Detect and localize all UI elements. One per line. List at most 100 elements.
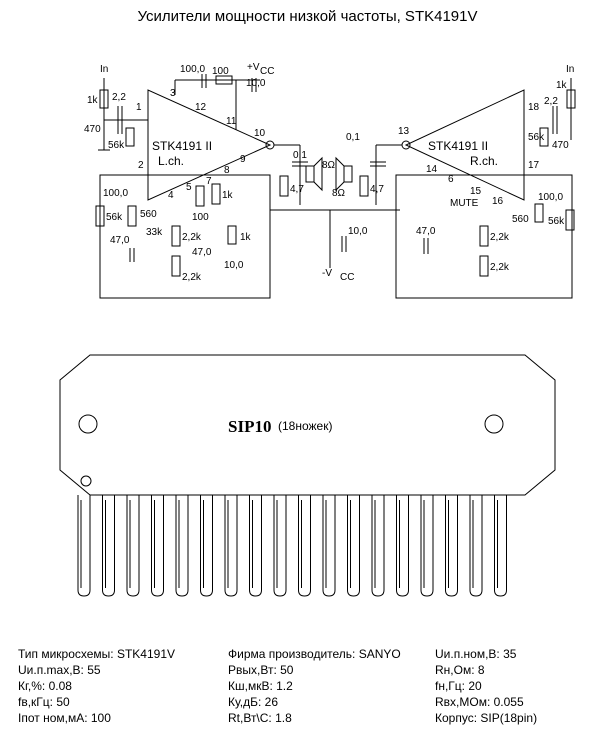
svg-text:47,0: 47,0 — [110, 235, 130, 246]
svg-text:1: 1 — [136, 102, 142, 113]
svg-text:0,1: 0,1 — [293, 150, 307, 161]
package-pin — [175, 495, 189, 597]
package-pin — [371, 495, 385, 597]
spec-line: Кш,мкВ: 1.2 — [228, 679, 293, 693]
svg-text:MUTE: MUTE — [450, 198, 479, 209]
spec-line: fн,Гц: 20 — [435, 679, 482, 693]
spec-column-2: Фирма производитель: SANYO Рвых,Вт: 50 К… — [228, 646, 401, 726]
svg-text:8Ω: 8Ω — [322, 160, 336, 171]
svg-text:-V: -V — [322, 268, 332, 279]
svg-text:2,2k: 2,2k — [490, 232, 510, 243]
spec-line: Кг,%: 0.08 — [18, 679, 72, 693]
package-pins-note: (18ножек) — [278, 419, 332, 433]
svg-text:56k: 56k — [548, 216, 565, 227]
svg-text:2,2k: 2,2k — [490, 262, 510, 273]
chip-package: SIP10 (18ножек) — [59, 354, 556, 597]
svg-text:2,2k: 2,2k — [182, 272, 202, 283]
svg-text:1k: 1k — [556, 80, 568, 91]
svg-text:18: 18 — [528, 102, 540, 113]
package-pin — [126, 495, 140, 597]
svg-text:L.ch.: L.ch. — [158, 154, 184, 168]
package-pin — [347, 495, 360, 597]
spec-line: Фирма производитель: SANYO — [228, 647, 401, 661]
package-pin — [469, 495, 483, 597]
svg-text:12: 12 — [195, 102, 207, 113]
package-pin — [77, 495, 91, 597]
svg-text:13: 13 — [398, 126, 410, 137]
left-speaker-icon — [305, 165, 315, 183]
svg-text:4: 4 — [168, 190, 174, 201]
svg-text:560: 560 — [140, 209, 157, 220]
svg-text:10: 10 — [254, 128, 266, 139]
left-feedback-frame — [99, 174, 271, 299]
spec-line: Ку,дБ: 26 — [228, 695, 279, 709]
svg-text:1k: 1k — [240, 232, 252, 243]
svg-text:47,0: 47,0 — [192, 247, 212, 258]
spec-line: Корпус: SIP(18pin) — [435, 711, 538, 725]
left-mount-hole — [78, 414, 98, 434]
svg-text:470: 470 — [84, 124, 101, 135]
svg-text:0,1: 0,1 — [346, 132, 360, 143]
svg-text:15: 15 — [470, 186, 482, 197]
svg-text:56k: 56k — [106, 212, 123, 223]
spec-line: Rвх,МОм: 0.055 — [435, 695, 524, 709]
pin1-marker — [80, 475, 92, 487]
package-pin — [445, 495, 458, 597]
package-pin — [200, 495, 213, 597]
svg-text:11: 11 — [226, 116, 237, 127]
svg-text:2,2: 2,2 — [544, 96, 558, 107]
package-pin — [249, 495, 262, 597]
spec-line: Тип микросхемы: STK4191V — [18, 647, 176, 661]
package-pin — [102, 495, 115, 597]
package-name: SIP10 — [228, 417, 271, 436]
svg-text:6: 6 — [448, 174, 454, 185]
package-pin — [494, 495, 507, 597]
svg-text:10,0: 10,0 — [224, 260, 244, 271]
svg-text:100: 100 — [212, 66, 229, 77]
svg-text:2,2: 2,2 — [112, 92, 126, 103]
spec-line: Rt,Вт\С: 1.8 — [228, 711, 292, 725]
svg-text:16: 16 — [492, 196, 504, 207]
right-opamp-triangle — [404, 89, 525, 201]
svg-text:100,0: 100,0 — [538, 192, 563, 203]
svg-text:2: 2 — [138, 160, 144, 171]
svg-text:7: 7 — [206, 176, 212, 187]
package-pin — [224, 495, 238, 597]
spec-column-1: Тип микросхемы: STK4191V Uи.п.max,В: 55 … — [18, 646, 175, 726]
package-pin — [396, 495, 409, 597]
left-chip-label: STK4191 II L.ch. — [152, 139, 212, 168]
svg-text:56k: 56k — [528, 132, 545, 143]
svg-text:100,0: 100,0 — [103, 188, 128, 199]
package-pin — [151, 495, 164, 597]
right-chip-label: STK4191 II R.ch. — [428, 139, 498, 168]
svg-text:10,0: 10,0 — [348, 226, 368, 237]
svg-text:4,7: 4,7 — [290, 184, 304, 195]
spec-column-3: Uи.п.ном,В: 35 Rн,Ом: 8 fн,Гц: 20 Rвх,МО… — [435, 646, 537, 726]
right-mount-hole — [484, 414, 504, 434]
package-pin — [273, 495, 287, 597]
svg-text:CC: CC — [340, 272, 354, 283]
spec-line: Uи.п.max,В: 55 — [18, 663, 101, 677]
svg-text:4,7: 4,7 — [370, 184, 384, 195]
left-opamp-triangle — [147, 89, 272, 201]
svg-text:33k: 33k — [146, 227, 163, 238]
svg-text:1k: 1k — [87, 95, 99, 106]
svg-text:47,0: 47,0 — [416, 226, 436, 237]
svg-text:3: 3 — [170, 88, 176, 99]
svg-text:100: 100 — [192, 212, 209, 223]
svg-text:8: 8 — [224, 165, 230, 176]
svg-text:STK4191 II: STK4191 II — [152, 139, 212, 153]
svg-text:1k: 1k — [222, 190, 234, 201]
svg-text:R.ch.: R.ch. — [470, 154, 498, 168]
page-title: Усилители мощности низкой частоты, STK41… — [137, 8, 478, 25]
svg-text:14: 14 — [426, 164, 438, 175]
svg-text:STK4191 II: STK4191 II — [428, 139, 488, 153]
spec-line: Iпот ном,мА: 100 — [18, 711, 111, 725]
svg-text:8Ω: 8Ω — [332, 188, 346, 199]
svg-text:470: 470 — [552, 140, 569, 151]
spec-line: Rн,Ом: 8 — [435, 663, 485, 677]
svg-text:100,0: 100,0 — [180, 64, 205, 75]
left-in-label: In — [100, 64, 108, 75]
svg-text:560: 560 — [512, 214, 529, 225]
